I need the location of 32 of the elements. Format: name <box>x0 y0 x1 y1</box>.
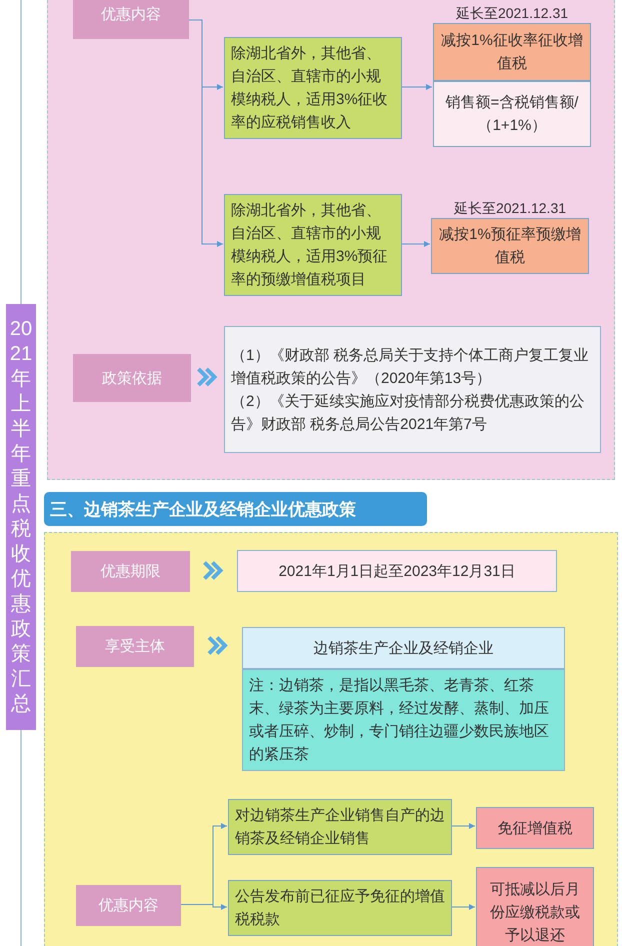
condition-box: 公告发布前已征应予免征的增值税税款 <box>228 880 452 936</box>
panel-background <box>47 0 615 480</box>
connector-arrow <box>180 904 228 910</box>
result-box: 可抵减以后月份应缴税款或予以退还 <box>476 867 594 946</box>
connector-arrow <box>400 241 430 247</box>
connector-arrow <box>450 823 476 829</box>
policy-text: （1）《财政部 税务总局关于支持个体工商户复工复业增值税政策的公告》（2020年第13号） <box>231 346 590 388</box>
category-label: 优惠内容 <box>76 885 181 926</box>
result-box: 减按1%征收率征收增值税 <box>433 23 591 81</box>
title-band: 2021年上半年重点税收优惠政策汇总 <box>6 304 36 730</box>
result-box: 减按1%预征率预缴增值税 <box>431 218 589 274</box>
formula-box: 销售额=含税销售额/（1+1%） <box>433 81 591 147</box>
panel-background <box>44 532 618 946</box>
connector-arrow <box>450 904 476 910</box>
condition-box: 除湖北省外，其他省、自治区、直辖市的小规模纳税人，适用3%预征率的预缴增值税项目 <box>224 194 402 296</box>
condition-box: 除湖北省外，其他省、自治区、直辖市的小规模纳税人，适用3%征收率的应税销售收入 <box>224 37 402 139</box>
category-label: 优惠期限 <box>71 551 190 592</box>
policy-box <box>224 326 601 453</box>
period-box: 2021年1月1日起至2023年12月31日 <box>237 550 557 592</box>
policy-text: （2）《关于延续实施应对疫情部分税费优惠政策的公告》财政部 税务总局公告2021年第7号 <box>231 392 586 434</box>
category-label: 优惠内容 <box>73 0 189 39</box>
category-label: 享受主体 <box>76 626 194 667</box>
condition-box: 对边销茶生产企业销售自产的边销茶及经销企业销售 <box>228 799 452 855</box>
result-box: 免征增值税 <box>476 807 594 849</box>
subject-box: 边销茶生产企业及经销企业 <box>242 627 565 669</box>
deadline-note: 延长至2021.12.31 <box>452 199 568 218</box>
note-box: 注：边销茶，是指以黑毛茶、老青茶、红茶末、绿茶为主要原料，经过发酵、蒸制、加压或者压碎、炒制，专门销往边疆少数民族地区的紧压茶 <box>242 669 565 771</box>
connector-arrow <box>188 20 224 247</box>
section-header: 三、边销茶生产企业及经销企业优惠政策 <box>44 492 427 526</box>
connector-arrow <box>400 84 432 90</box>
category-label: 政策依据 <box>73 354 191 402</box>
deadline-note: 延长至2021.12.31 <box>454 4 570 23</box>
